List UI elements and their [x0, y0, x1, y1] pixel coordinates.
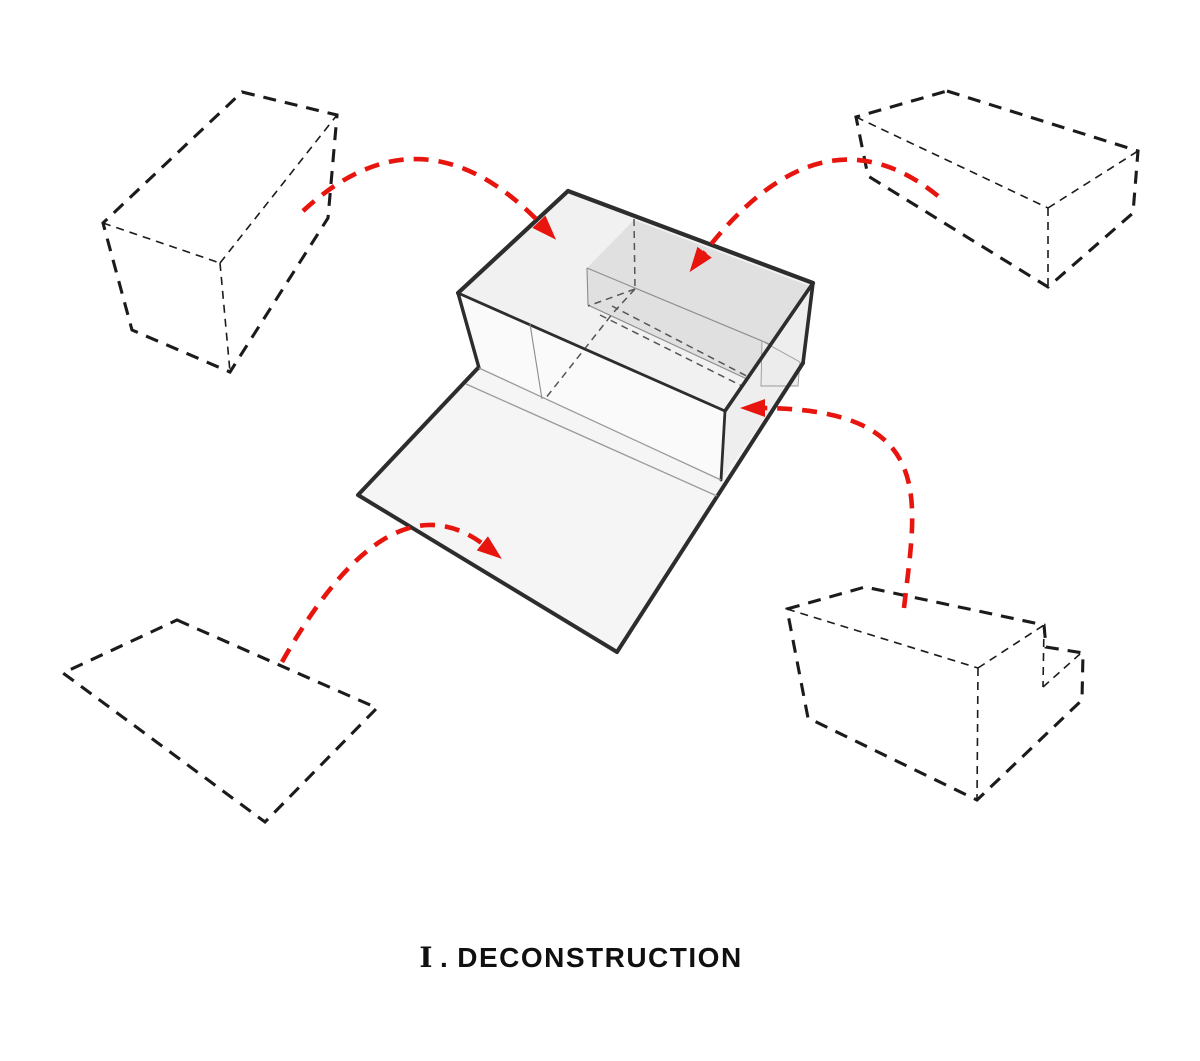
ghost-volume-bottom-right [785, 585, 1085, 802]
flow-arrows [279, 156, 940, 664]
ghost-bottom-right-silhouette [785, 585, 1085, 802]
plinth-left-bottom-edge [356, 366, 619, 654]
box-right-vertical-edge [801, 281, 815, 365]
recess-hidden-floor-edge-2 [611, 305, 763, 385]
box-left-vertical-edge [456, 291, 481, 370]
box-front-face [458, 293, 725, 480]
plinth-right-edge [615, 361, 805, 654]
ghost-volume-top-left [101, 90, 339, 374]
box-back-right-edge [565, 188, 816, 286]
box-base-line [478, 367, 722, 481]
recess-near-wall-bottom-edge [587, 304, 763, 387]
ghost-slab-top-right [854, 89, 1140, 289]
ghost-top-right-silhouette [854, 89, 1140, 289]
red-arrow-top-left [301, 156, 557, 240]
title-separator: . [439, 942, 450, 973]
diagram-title: I.DECONSTRUCTION [419, 941, 742, 974]
ghost-plane-bottom-left [59, 618, 380, 825]
ghost-bottom-right-hidden-edges [786, 608, 1081, 801]
roof-recess-face [587, 220, 812, 386]
front-face-seam-line [529, 323, 543, 400]
recess-end-wall [760, 340, 801, 387]
box-top-front-edge [456, 291, 727, 413]
box-front-right-vertical-edge [719, 409, 727, 482]
red-arrow-bottom-left [279, 522, 502, 664]
title-word: DECONSTRUCTION [457, 942, 743, 973]
red-arrow-top-right [689, 157, 940, 273]
box-back-left-edge [455, 188, 571, 296]
red-arrow-bottom-right [740, 399, 915, 609]
ghost-top-right-hidden-edges [855, 116, 1139, 287]
recess-hidden-edge-left [587, 288, 636, 307]
box-top-right-edge [723, 281, 815, 413]
recess-hidden-floor-edge-1 [599, 314, 757, 394]
plinth-strip-line [465, 383, 718, 497]
ghost-bottom-left-outline [59, 618, 380, 825]
ghost-top-left-hidden-edges [102, 114, 338, 373]
recess-left-wall-edge [586, 267, 589, 306]
title-roman-numeral: I [419, 941, 434, 974]
ghost-top-left-silhouette [101, 90, 339, 374]
central-building-mass [356, 188, 816, 654]
